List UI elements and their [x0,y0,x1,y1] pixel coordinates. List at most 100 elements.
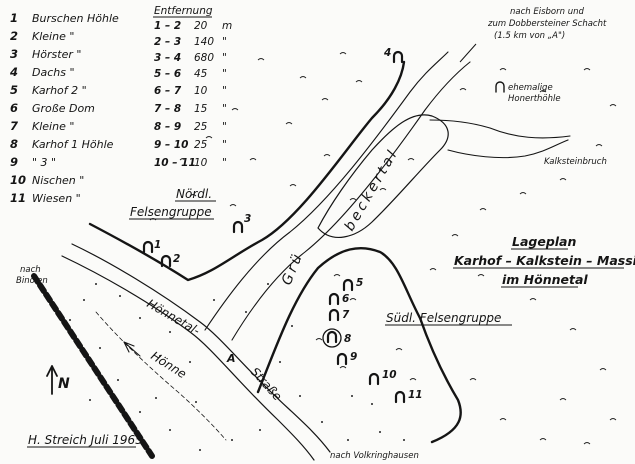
cave-number: 9 [350,351,357,363]
legend-no: 2 [10,29,18,43]
distance-unit: " [222,52,227,64]
distance-value: 25 [194,121,208,133]
cave-icon [392,50,404,64]
north-label: N [58,376,70,392]
legend-name: Nischen " [32,174,84,187]
distance-pair: 5 – 6 [154,68,181,80]
distance-value: 20 [194,20,208,32]
legend-name: Kleine " [32,120,74,133]
river-hoenne [95,311,227,441]
distance-unit: " [222,121,227,133]
distance-value: 680 [194,52,214,64]
legend-no: 5 [10,83,18,97]
point-a-label: A [226,352,236,365]
distance-pair: 8 – 9 [154,121,181,133]
cave-number: 5 [356,277,363,289]
cave-number: 3 [244,213,251,225]
cave-icon [160,254,172,268]
legend-no: 6 [10,101,18,115]
cave-icon [328,292,340,306]
to-binolen-label: nach [20,265,41,275]
valley-lobe [317,114,449,238]
cave-icon [326,330,338,344]
valley-track-west [204,51,449,331]
legend-name: Wiesen " [32,192,81,205]
road-south-edge [61,255,315,461]
legend-name: " 3 " [32,156,56,169]
distance-header: Entfernung [154,5,213,17]
legend-no: 1 [10,11,18,25]
river-flow-arrow [123,341,141,357]
site-plan-title: Lageplan [512,234,576,249]
distance-value: 10 [194,85,208,97]
cave-number: 1 [154,239,161,251]
legend-no: 11 [10,191,26,205]
south-massif-outline [256,246,462,444]
north-group-label: Nördl. [176,187,212,201]
distance-unit: m [222,20,232,32]
cave-icon [394,390,406,404]
cave-circle-marker [322,328,342,348]
to-volkringhausen-label: nach Volkringhausen [330,451,419,461]
legend-no: 9 [10,155,18,169]
distance-value: 140 [194,36,214,48]
legend-no: 8 [10,137,18,151]
cave-number: 7 [342,309,350,321]
site-plan-title: im Hönnetal [502,272,588,287]
distance-pair: 2 – 3 [154,36,181,48]
to-binolen-label: Binolen [16,276,48,286]
distance-value: 45 [194,68,208,80]
legend-no: 4 [9,65,18,79]
note-distance: (1.5 km von „A") [494,31,565,41]
cave-icon [336,352,348,366]
distance-value: 10 [194,157,208,169]
north-arrow-icon [46,365,58,395]
distance-unit: " [222,103,227,115]
cave-number: 8 [344,333,351,345]
distance-pair: 9 – 10 [154,139,188,151]
legend-name: Hörster " [32,48,81,61]
cave-symbols [142,50,505,404]
cave-legend: 1 Burschen Höhle 2 Kleine " 3 Hörster " … [9,11,119,205]
legend-no: 7 [10,119,18,133]
distance-pair: 1 – 2 [154,20,181,32]
distance-pair: 3 – 4 [154,52,181,64]
terrain-lines [31,51,571,461]
former-cave-label: Honerthöhle [508,94,561,104]
author-signature: H. Streich Juli 1965 [28,433,143,447]
legend-name: Karhof 2 " [32,84,87,97]
north-massif-outline [88,60,406,282]
distance-unit: " [222,68,227,80]
legend-no: 10 [10,173,26,187]
distance-value: 15 [194,103,208,115]
distance-unit: " [222,139,227,151]
south-group-label: Südl. Felsengruppe [386,311,501,325]
rock-hatch [149,52,617,445]
legend-name: Dachs " [32,66,75,79]
site-plan-title: Karhof – Kalkstein – Massiv [454,253,635,268]
cave-number: 10 [382,369,397,381]
road-north-edge [71,243,331,453]
cave-number: 4 [383,47,391,59]
distance-value: 25 [194,139,208,151]
legend-name: Karhof 1 Höhle [32,138,114,151]
distance-unit: " [222,157,227,169]
distance-pair: 10 – 11 [154,157,196,169]
valley-track-east [231,61,471,341]
quarry-label: Kalksteinbruch [544,157,607,167]
cave-number: 2 [173,253,180,265]
cave-icon [368,372,380,386]
north-group-label: Felsengruppe [130,205,212,219]
legend-no: 3 [10,47,18,61]
legend-name: Burschen Höhle [32,12,119,25]
cave-number: 6 [342,293,349,305]
cave-icon [142,240,154,254]
distance-pair: 6 – 7 [154,85,182,97]
note-dobbersteiner: zum Dobbersteiner Schacht [487,19,607,29]
rock-stipple [69,283,405,451]
former-cave-label: ehemalige [508,83,553,93]
valley-label: Grü [279,250,307,288]
cave-icon [232,220,244,234]
